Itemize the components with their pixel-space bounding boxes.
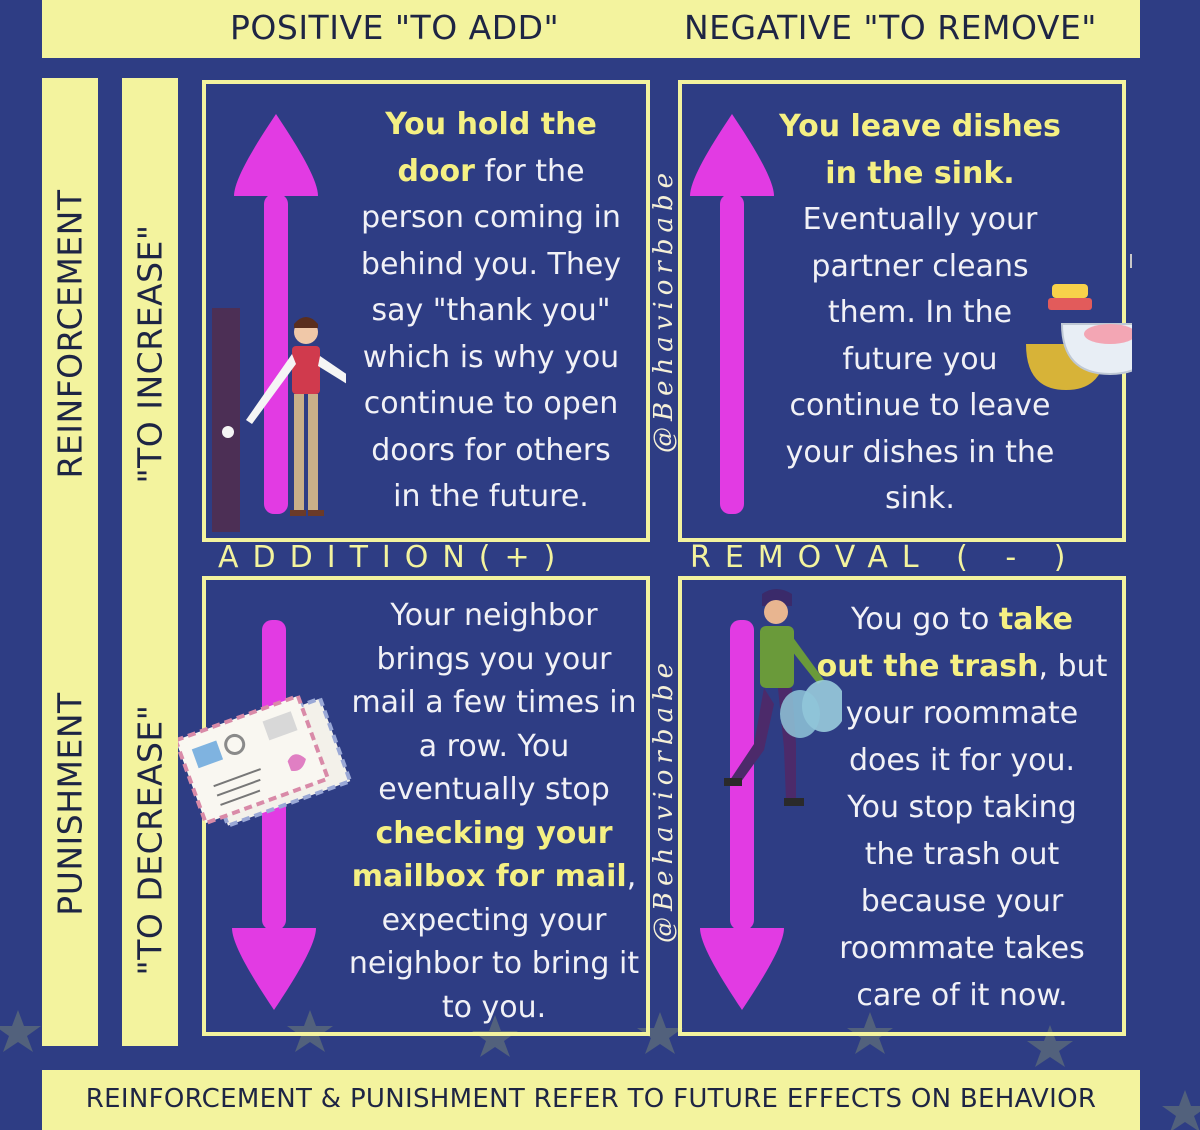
text-line: person coming in xyxy=(361,200,621,235)
decrease-label: "TO DECREASE" xyxy=(130,704,170,976)
text-line: your roommate xyxy=(845,696,1079,731)
quadrant-text: You go to take out the trash, but your r… xyxy=(812,596,1112,1019)
text-line: neighbor to bring it xyxy=(348,946,640,981)
text-line: partner cleans xyxy=(811,248,1029,284)
bottom-banner: REINFORCEMENT & PUNISHMENT REFER TO FUTU… xyxy=(42,1070,1140,1130)
highlight-text: You leave dishes xyxy=(779,109,1061,144)
text-line: care of it now. xyxy=(856,978,1068,1013)
highlight-text: You hold the xyxy=(385,107,597,142)
highlight-text: mailbox for mail xyxy=(351,859,627,894)
man-with-trash-illustration xyxy=(724,589,842,806)
highlight-text: in the sink. xyxy=(825,155,1015,191)
star-icon xyxy=(1027,1025,1073,1067)
highlight-text: take xyxy=(998,602,1073,637)
text-line: sink. xyxy=(885,481,955,516)
quadrant-text: You hold the door for the person coming … xyxy=(346,102,636,521)
text-line: which is why you xyxy=(362,339,620,375)
star-icon xyxy=(287,1010,333,1052)
text-comma: , xyxy=(626,859,637,894)
addition-label: ADDITION(+) xyxy=(218,540,570,575)
left-banner-outer: REINFORCEMENT PUNISHMENT xyxy=(42,78,98,1046)
quadrant-text: Your neighbor brings you your mail a few… xyxy=(346,594,642,1029)
quadrant-positive-punishment: Your neighbor brings you your mail a few… xyxy=(178,576,650,1036)
text-line: the trash out xyxy=(864,837,1060,872)
text-line: Eventually your xyxy=(802,202,1038,237)
text-line: does it for you. xyxy=(848,743,1076,778)
text-line: doors for others xyxy=(371,432,611,468)
text-line: You go to xyxy=(851,602,990,637)
highlight-text: checking your xyxy=(375,815,613,851)
up-arrow-icon xyxy=(234,114,318,514)
text-line: for the xyxy=(484,153,585,189)
removal-label: REMOVAL ( - ) xyxy=(690,540,1080,575)
punishment-label: PUNISHMENT xyxy=(50,692,90,916)
highlight-text: out the trash xyxy=(816,649,1039,684)
left-banner-inner: "TO INCREASE" "TO DECREASE" xyxy=(122,78,178,1046)
negative-label: NEGATIVE "TO REMOVE" xyxy=(684,8,1097,47)
text-line: to you. xyxy=(441,989,547,1025)
text-line: roommate takes xyxy=(839,931,1085,966)
star-icon xyxy=(1162,1090,1200,1130)
text-line: continue to leave xyxy=(789,388,1051,423)
highlight-text: door xyxy=(397,153,475,189)
text-line: future you xyxy=(842,341,998,377)
text-line: mail a few times in xyxy=(351,685,637,720)
text-line: , but xyxy=(1038,649,1108,684)
text-line: You stop taking xyxy=(847,790,1077,825)
text-line: say "thank you" xyxy=(371,293,611,328)
footer-text: REINFORCEMENT & PUNISHMENT REFER TO FUTU… xyxy=(85,1084,1097,1114)
text-line: because your xyxy=(860,884,1064,919)
text-line: them. In the xyxy=(827,295,1013,330)
dishes-illustration xyxy=(1026,254,1132,390)
watermark-bottom: @Behaviorbabe xyxy=(649,657,679,943)
quadrant-text: You leave dishes in the sink. Eventually… xyxy=(770,104,1070,523)
star-icon xyxy=(637,1012,683,1054)
reinforcement-label: REINFORCEMENT xyxy=(50,189,90,479)
text-line: expecting your xyxy=(381,902,607,938)
text-line: continue to open xyxy=(363,386,619,421)
star-icon xyxy=(472,1015,518,1057)
top-banner: POSITIVE "TO ADD" NEGATIVE "TO REMOVE" xyxy=(42,0,1140,58)
text-line: a row. You xyxy=(418,728,570,764)
man-holding-door-illustration xyxy=(212,308,346,532)
quadrant-negative-reinforcement: You leave dishes in the sink. Eventually… xyxy=(678,80,1132,542)
up-arrow-icon xyxy=(690,114,774,514)
increase-label: "TO INCREASE" xyxy=(130,224,170,484)
quadrant-negative-punishment: You go to take out the trash, but your r… xyxy=(678,576,1126,1036)
star-icon xyxy=(0,1010,41,1052)
positive-label: POSITIVE "TO ADD" xyxy=(230,8,560,47)
text-line: in the future. xyxy=(393,479,589,514)
quadrant-positive-reinforcement: You hold the door for the person coming … xyxy=(202,80,650,542)
text-line: your dishes in the xyxy=(785,434,1055,470)
watermark-top: @Behaviorbabe xyxy=(649,167,679,453)
text-line: behind you. They xyxy=(360,246,622,282)
envelope-illustration xyxy=(178,693,353,829)
text-line: eventually stop xyxy=(378,772,610,807)
text-line: Your neighbor xyxy=(390,598,598,633)
text-line: brings you your xyxy=(376,641,612,677)
